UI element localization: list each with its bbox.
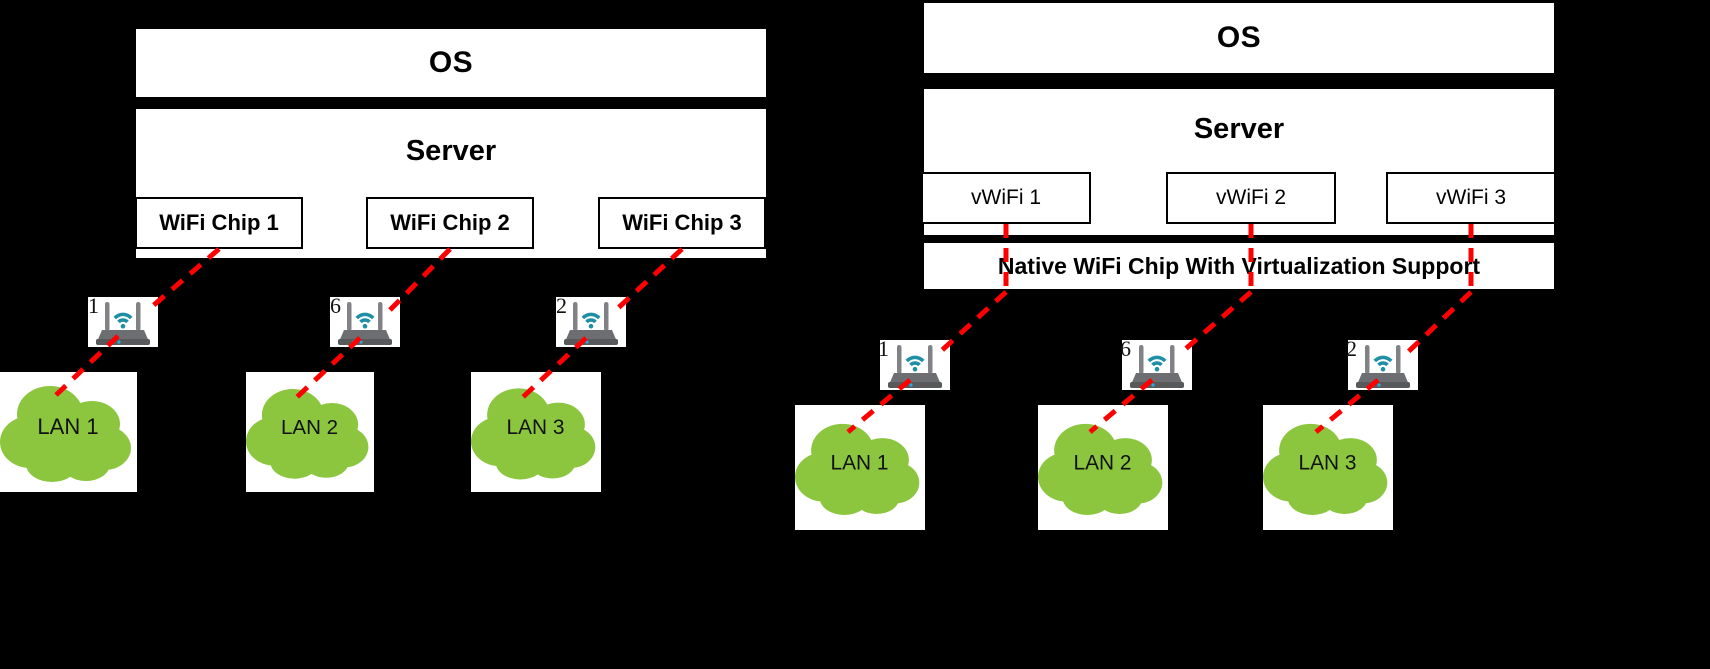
- wifi-chip-1-label: WiFi Chip 1: [159, 210, 279, 235]
- left-os-label: OS: [428, 46, 474, 79]
- link-native-router2: [1180, 290, 1253, 354]
- vwifi-1-label: vWiFi 1: [971, 186, 1041, 209]
- cloud-icon: LAN 3: [1263, 423, 1388, 515]
- right-router-1-channel: 1: [878, 336, 889, 361]
- router-icon: [1356, 345, 1410, 388]
- vwifi-3-label: vWiFi 3: [1436, 186, 1506, 209]
- left-lan-2-label: LAN 2: [281, 416, 338, 439]
- left-lan-2: LAN 2: [246, 372, 374, 492]
- vwifi-3-box[interactable]: vWiFi 3: [1386, 172, 1556, 224]
- right-lan-1-label: LAN 1: [831, 451, 889, 474]
- right-lan-2-label: LAN 2: [1074, 451, 1132, 474]
- right-server-label: Server: [1193, 113, 1285, 145]
- right-os-label: OS: [1216, 21, 1262, 54]
- left-router-2-channel: 6: [330, 293, 341, 318]
- cloud-icon: LAN 1: [795, 423, 920, 515]
- wifi-chip-3-label: WiFi Chip 3: [622, 210, 742, 235]
- left-lan-3-label: LAN 3: [507, 416, 565, 439]
- right-router-3-channel: 2: [1346, 336, 1357, 361]
- left-os-box: OS: [133, 26, 769, 100]
- wifi-chip-1-box[interactable]: WiFi Chip 1: [135, 197, 303, 249]
- left-router-1-channel: 1: [88, 293, 99, 318]
- router-icon: [888, 345, 942, 388]
- cloud-icon: LAN 1: [0, 386, 131, 482]
- right-router-2-channel: 6: [1120, 336, 1131, 361]
- left-server-label: Server: [405, 135, 497, 167]
- vwifi-2-label: vWiFi 2: [1216, 186, 1286, 209]
- cloud-icon: LAN 2: [1038, 423, 1163, 515]
- left-router-1: [88, 297, 158, 347]
- right-router-2: [1122, 340, 1192, 390]
- vwifi-2-box[interactable]: vWiFi 2: [1166, 172, 1336, 224]
- router-icon: [1130, 345, 1184, 388]
- right-lan-2: LAN 2: [1038, 405, 1168, 530]
- left-router-3-channel: 2: [556, 293, 567, 318]
- native-wifi-chip-label: Native WiFi Chip With Virtualization Sup…: [997, 252, 1481, 279]
- wifi-chip-2-label: WiFi Chip 2: [390, 210, 510, 235]
- cloud-icon: LAN 2: [246, 389, 369, 479]
- wifi-chip-3-box[interactable]: WiFi Chip 3: [598, 197, 766, 249]
- left-lan-1: LAN 1: [0, 372, 137, 492]
- right-lan-1: LAN 1: [795, 405, 925, 530]
- right-lan-3: LAN 3: [1263, 405, 1393, 530]
- wifi-chip-2-box[interactable]: WiFi Chip 2: [366, 197, 534, 249]
- left-lan-3: LAN 3: [471, 372, 601, 492]
- vwifi-1-box[interactable]: vWiFi 1: [921, 172, 1091, 224]
- right-os-box: OS: [921, 0, 1557, 76]
- right-lan-3-label: LAN 3: [1299, 451, 1357, 474]
- cloud-icon: LAN 3: [471, 388, 596, 480]
- native-wifi-chip-box[interactable]: Native WiFi Chip With Virtualization Sup…: [921, 240, 1557, 292]
- right-router-3: [1348, 340, 1418, 390]
- right-router-1: [880, 340, 950, 390]
- left-lan-1-label: LAN 1: [37, 414, 98, 439]
